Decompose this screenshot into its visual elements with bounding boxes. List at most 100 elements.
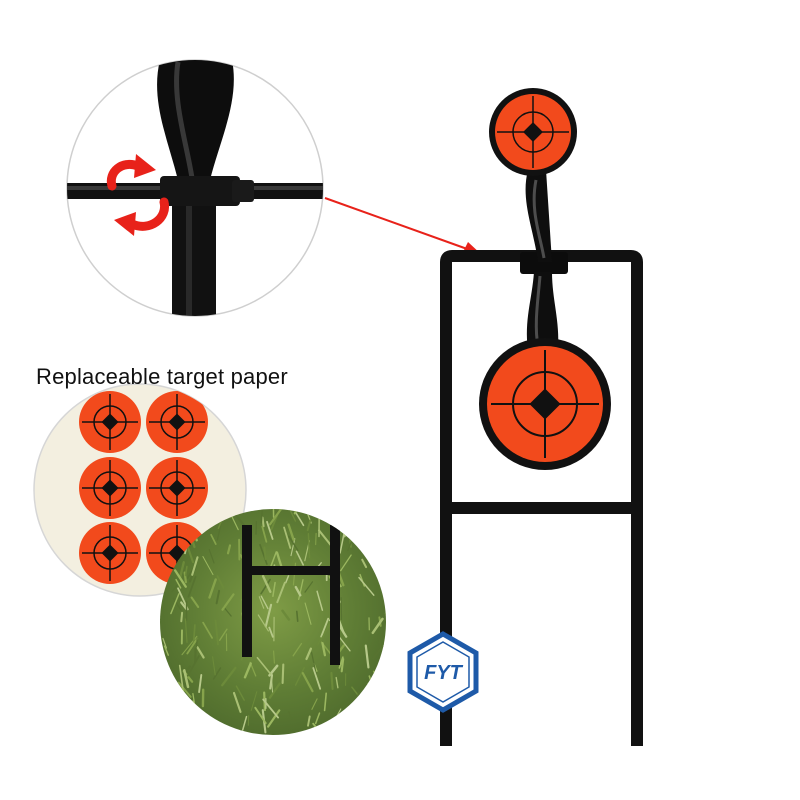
grass-blade: [235, 685, 245, 701]
grass-blade: [389, 491, 390, 512]
grass-blade: [183, 669, 190, 689]
grass-blade: [212, 656, 216, 676]
grass-blade: [186, 655, 200, 677]
grass-blade: [320, 617, 330, 638]
rotate-arrows-icon: [106, 154, 169, 236]
grass-blade: [192, 624, 196, 643]
grass-blade: [210, 533, 217, 545]
grass-blade: [208, 549, 215, 564]
grass-blade: [196, 645, 205, 659]
grass-blade: [216, 575, 225, 589]
grass-blade: [335, 676, 339, 689]
grass-blade: [316, 590, 324, 611]
grass-blade: [369, 512, 377, 534]
grass-blade: [208, 578, 217, 599]
grass-blade: [186, 545, 195, 564]
grass-blade: [232, 691, 242, 713]
grass-blade: [180, 601, 188, 611]
grass-blade: [338, 656, 344, 669]
grass-blade: [281, 663, 285, 685]
grass-blade: [198, 674, 203, 694]
grass-blade: [287, 523, 295, 541]
grass-blade: [256, 656, 272, 675]
grass-blade: [271, 498, 276, 508]
grass-blade: [288, 711, 292, 721]
grass-blade: [160, 716, 163, 735]
grass-blade: [273, 650, 275, 664]
grass-blade: [317, 636, 322, 646]
grass-blade: [175, 578, 182, 589]
grass-blade: [290, 538, 296, 557]
grass-blade: [260, 509, 264, 524]
grass-blade: [268, 626, 274, 638]
grass-blade: [163, 674, 169, 691]
grass-blade: [347, 541, 352, 552]
grass-blade: [218, 628, 228, 641]
grass-blade: [319, 623, 331, 642]
grass-blade: [261, 575, 272, 593]
grass-blade: [321, 642, 327, 657]
grass-blade: [357, 692, 362, 714]
grass-blade: [258, 596, 265, 609]
grass-blade: [266, 520, 274, 540]
grass-blade: [257, 614, 269, 632]
grass-blade: [377, 554, 384, 577]
pivot-detail-inset: [66, 59, 324, 317]
grass-blade: [330, 671, 334, 690]
grass-blade: [311, 698, 318, 710]
grass-blade: [384, 573, 386, 593]
grass-blade: [317, 529, 333, 547]
grass-blade: [329, 509, 335, 522]
grass-blade: [323, 692, 328, 712]
grass-blade: [294, 667, 305, 686]
grass-blade: [202, 621, 213, 639]
grass-blade: [186, 637, 199, 655]
grass-blade: [298, 579, 304, 601]
target-sticker: [79, 522, 141, 584]
grass-blade: [164, 687, 171, 701]
grass-blade: [260, 595, 269, 610]
grass-blade: [269, 674, 274, 690]
grass-blade: [191, 556, 199, 576]
grass-blade: [388, 542, 389, 556]
replaceable-paper-caption: Replaceable target paper: [36, 364, 288, 389]
grass-blade: [281, 609, 291, 621]
grass-blade: [292, 642, 303, 657]
grass-blade: [343, 715, 350, 735]
grass-blade: [160, 607, 161, 621]
grass-blade: [178, 664, 184, 689]
grass-blade: [368, 719, 376, 734]
grass-blade: [182, 700, 195, 723]
grass-blade: [372, 670, 384, 694]
grass-blade: [190, 596, 200, 608]
grass-blade: [377, 634, 383, 650]
grass-blade: [307, 533, 311, 559]
grass-blade: [295, 610, 299, 623]
grass-blade: [261, 516, 265, 528]
grass-blade: [337, 711, 344, 723]
target-sticker-sheet: [79, 391, 208, 584]
grass-blade: [340, 657, 345, 673]
grass-blade: [358, 576, 375, 596]
grass-blade: [254, 706, 267, 725]
grass-blade: [368, 675, 377, 697]
grass-blade: [370, 720, 376, 731]
grass-blade: [283, 526, 292, 549]
grass-blade: [226, 544, 232, 555]
grass-blade: [196, 637, 198, 648]
grass-blade: [293, 509, 303, 515]
grass-blade: [162, 637, 167, 649]
grass-blade: [272, 581, 276, 598]
grass-blade: [371, 641, 386, 660]
grass-blade: [180, 698, 185, 712]
grass-blade: [188, 704, 196, 722]
grass-blade: [305, 647, 313, 661]
grass-blade: [314, 712, 321, 725]
grass-blade: [163, 645, 170, 656]
large-target-plate: [479, 338, 611, 470]
grass-blade: [179, 561, 185, 578]
grass-blade: [181, 665, 191, 679]
grass-blade: [262, 698, 280, 719]
grass-blade: [263, 546, 267, 560]
grass-blade: [335, 511, 340, 520]
